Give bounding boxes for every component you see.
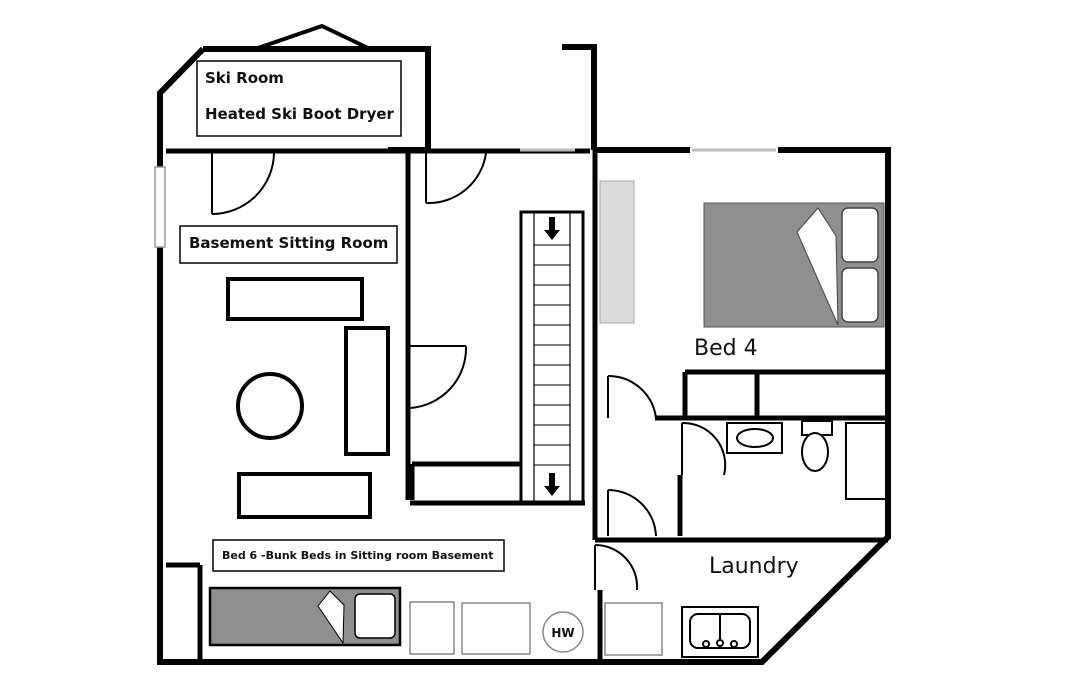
utility-units <box>409 601 663 656</box>
double-bed <box>703 202 885 328</box>
staircase <box>519 210 585 504</box>
bunk-bed <box>208 586 402 647</box>
doors <box>211 152 727 591</box>
bed4-label: Bed 4 <box>694 336 758 361</box>
bedroom-wardrobe <box>599 180 635 324</box>
hot-water-label: HW <box>551 626 574 640</box>
ski-room-label: Ski Room <box>205 69 284 87</box>
sitting-room-label: Basement Sitting Room <box>189 234 388 252</box>
sitting-room-label-box <box>179 225 398 264</box>
bunk-note-label: Bed 6 -Bunk Beds in Sitting room Basemen… <box>222 549 494 562</box>
ski-room-label-box <box>196 60 402 137</box>
window-west <box>154 166 166 248</box>
bathroom-fixtures <box>726 420 887 500</box>
laundry-sink <box>681 606 759 658</box>
hot-water-tank <box>542 611 584 653</box>
laundry-label: Laundry <box>709 554 799 579</box>
inner-walls <box>166 148 888 660</box>
ski-dryer-label: Heated Ski Boot Dryer <box>205 105 395 123</box>
bunk-note-label-box <box>212 539 505 572</box>
sitting-room-furniture <box>226 277 390 519</box>
arrow-down-icon <box>544 473 560 496</box>
roof-peak <box>257 23 369 50</box>
arrow-down-icon <box>544 217 560 240</box>
